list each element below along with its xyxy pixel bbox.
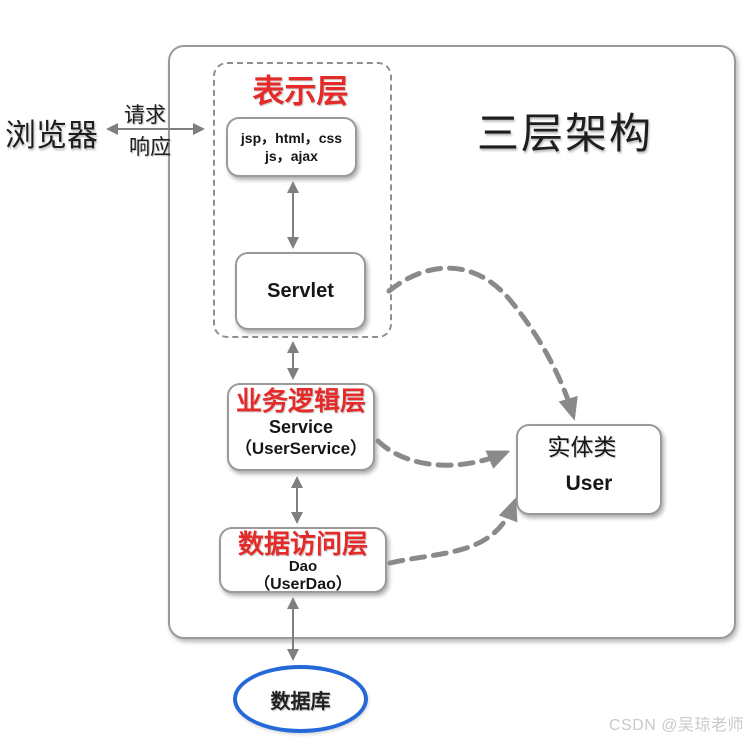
browser-label: 浏览器 [5,118,98,153]
business-layer-title: 业务逻辑层 [235,387,366,416]
presentation-layer-title: 表示层 [252,73,349,109]
servlet-label: Servlet [267,279,334,302]
dao-class-label: Dao [288,558,318,575]
entity-title: 实体类 [547,435,617,460]
database-ellipse: 数据库 [233,665,368,733]
servlet-box: Servlet [235,252,366,330]
response-label: 响应 [129,135,171,159]
dao-impl-label: （UserDao） [254,576,352,593]
database-label: 数据库 [270,690,331,713]
data-access-layer-title: 数据访问层 [237,530,368,559]
entity-class-box: 实体类 User [516,424,662,515]
client-tech-line2: js，ajax [265,148,318,164]
watermark: CSDN @吴琼老师 [608,717,744,734]
diagram-title: 三层架构 [477,112,654,158]
data-access-layer-box: 数据访问层 Dao （UserDao） [219,527,387,593]
entity-class-label: User [565,472,613,495]
business-impl-label: （UserService） [234,439,368,458]
presentation-layer-box [213,62,392,338]
client-tech-line1: jsp，html，css [240,130,343,146]
business-layer-box: 业务逻辑层 Service （UserService） [227,383,375,471]
business-class-label: Service [268,417,334,437]
request-label: 请求 [124,103,166,127]
client-technologies-box: jsp，html，css js，ajax [226,117,357,177]
